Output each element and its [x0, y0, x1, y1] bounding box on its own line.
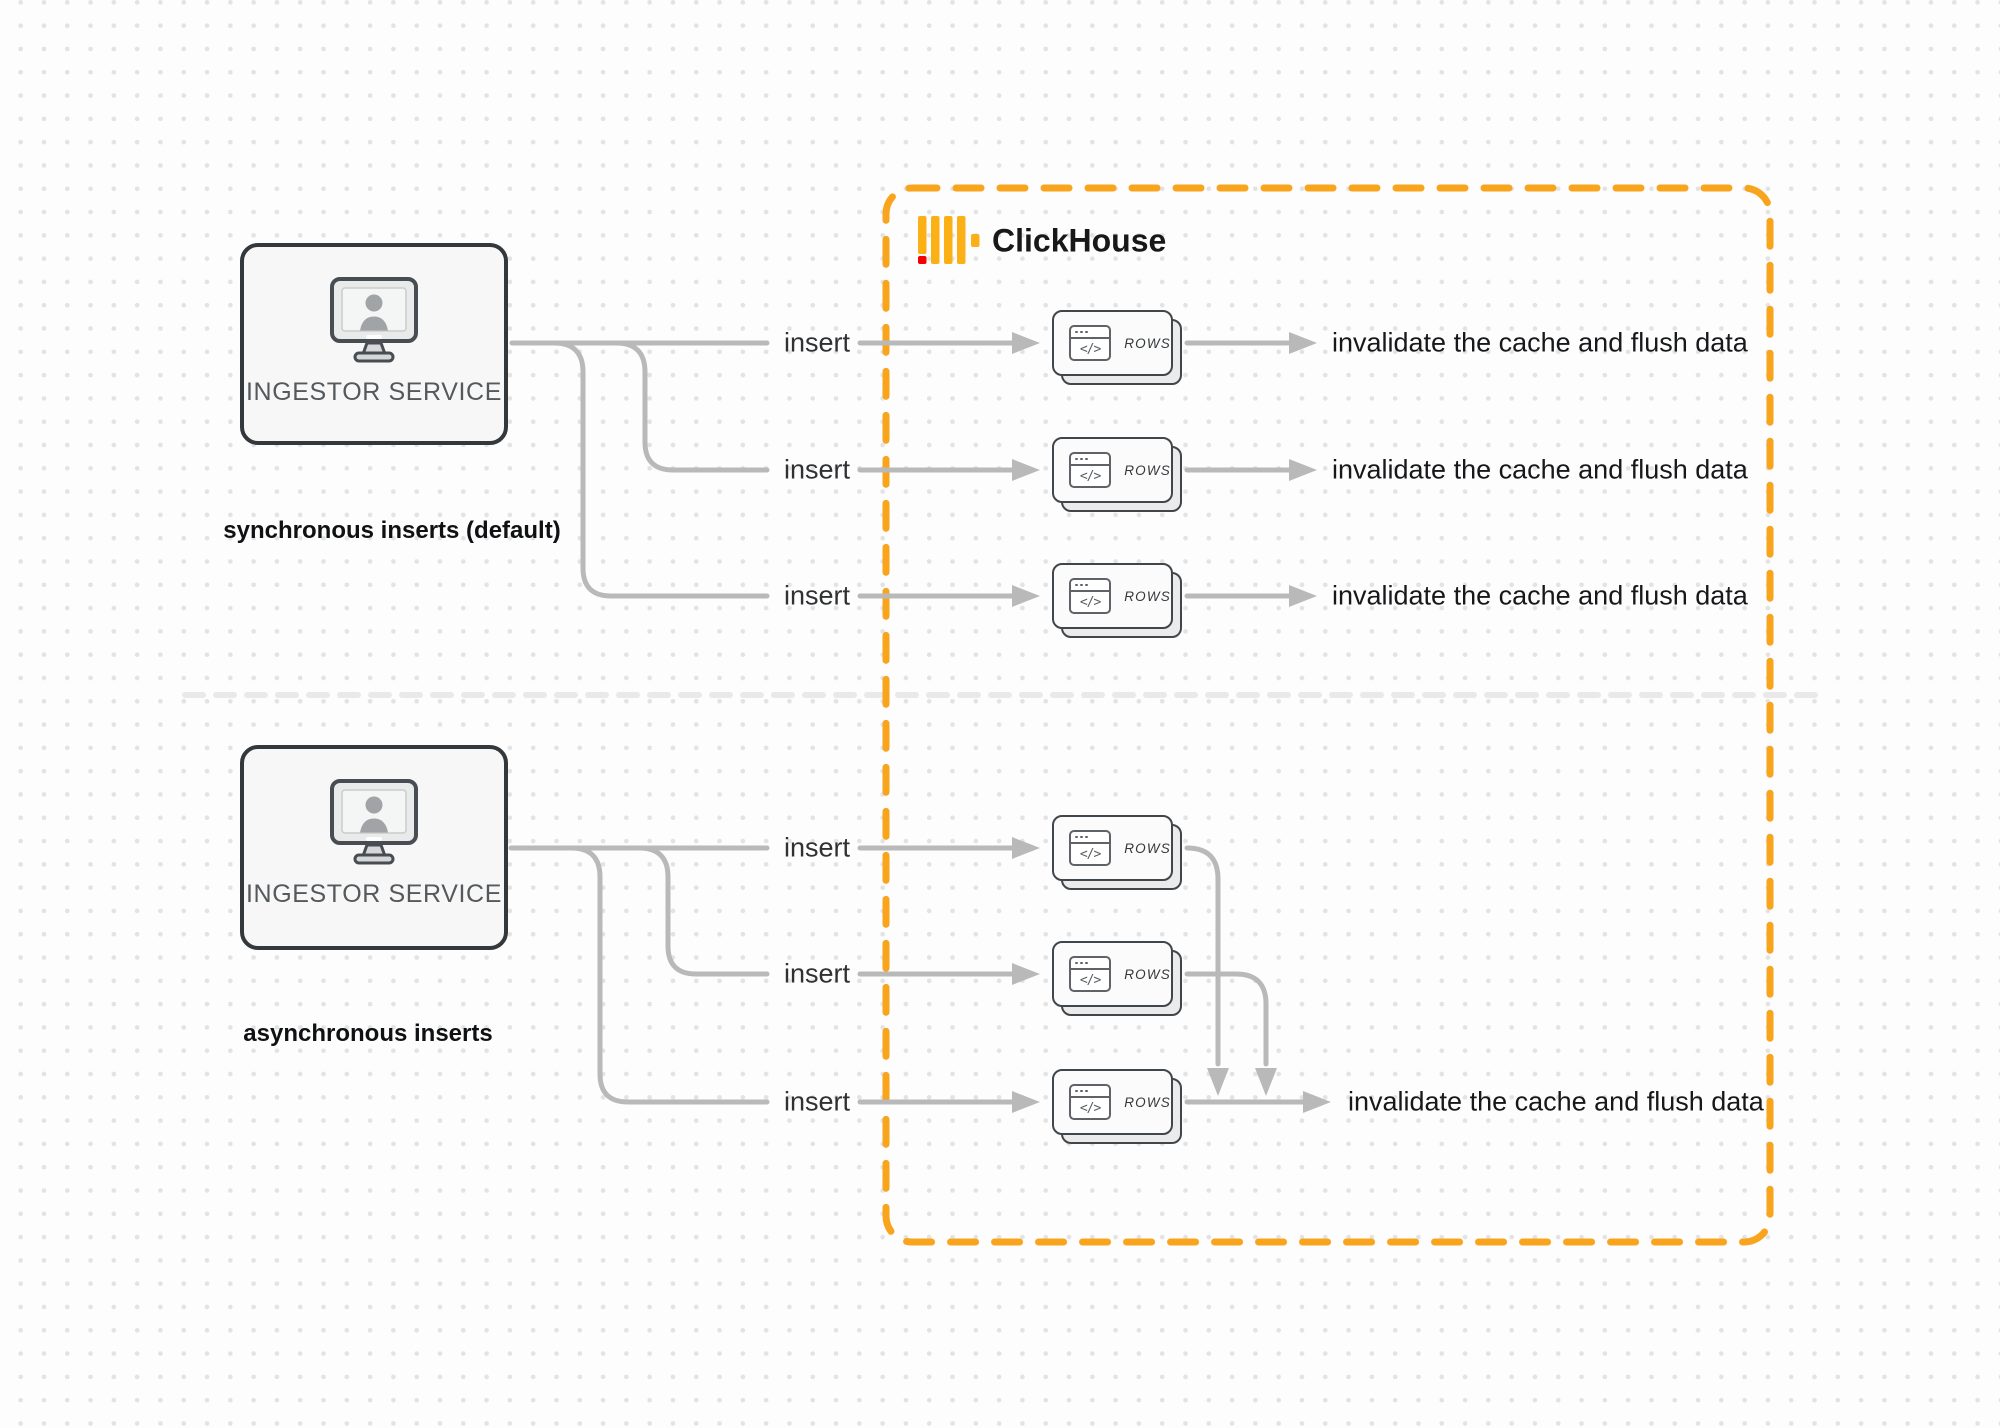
clickhouse-logo-icon: [918, 216, 980, 264]
insert-label: insert: [783, 327, 851, 358]
sync-caption: synchronous inserts (default): [223, 517, 561, 544]
code-window-icon: </>: [1069, 1084, 1112, 1120]
rows-table-card: </> ROWS: [1052, 310, 1182, 385]
code-window-icon: </>: [1069, 830, 1112, 866]
clickhouse-boundary-frame: [882, 184, 1774, 1246]
code-glyph: </>: [1079, 468, 1101, 484]
monitor-user-icon: [330, 779, 418, 865]
insert-label: insert: [783, 832, 851, 863]
rows-table-card: </> ROWS: [1052, 815, 1182, 890]
rows-label: ROWS: [1124, 1094, 1171, 1110]
result-label: invalidate the cache and flush data: [1332, 327, 1748, 358]
rows-label: ROWS: [1124, 588, 1171, 604]
sync-connectors: [509, 332, 1317, 607]
ingestor-service-box-async: INGESTOR SERVICE: [240, 745, 508, 950]
rows-table-card: </> ROWS: [1052, 1069, 1182, 1144]
async-connectors: [508, 837, 1331, 1113]
rows-table-card: </> ROWS: [1052, 437, 1182, 512]
ingestor-service-box-sync: INGESTOR SERVICE: [240, 243, 508, 445]
code-glyph: </>: [1079, 1100, 1101, 1116]
insert-label: insert: [783, 454, 851, 485]
rows-label: ROWS: [1124, 966, 1171, 982]
service-label: INGESTOR SERVICE: [246, 378, 502, 406]
insert-label: insert: [783, 580, 851, 611]
code-window-icon: </>: [1069, 956, 1112, 992]
rows-label: ROWS: [1124, 840, 1171, 856]
code-glyph: </>: [1079, 594, 1101, 610]
result-label: invalidate the cache and flush data: [1348, 1086, 1764, 1117]
rows-label: ROWS: [1124, 462, 1171, 478]
code-glyph: </>: [1079, 972, 1101, 988]
code-window-icon: </>: [1069, 578, 1112, 614]
rows-label: ROWS: [1124, 335, 1171, 351]
clickhouse-brand-title: ClickHouse: [992, 222, 1167, 259]
async-caption: asynchronous inserts: [243, 1020, 493, 1047]
code-glyph: </>: [1079, 846, 1101, 862]
insert-label: insert: [783, 958, 851, 989]
rows-table-card: </> ROWS: [1052, 941, 1182, 1016]
service-label: INGESTOR SERVICE: [246, 880, 502, 908]
monitor-user-icon: [330, 277, 418, 363]
rows-table-card: </> ROWS: [1052, 563, 1182, 638]
code-window-icon: </>: [1069, 452, 1112, 488]
result-label: invalidate the cache and flush data: [1332, 580, 1748, 611]
code-window-icon: </>: [1069, 325, 1112, 361]
insert-label: insert: [783, 1086, 851, 1117]
result-label: invalidate the cache and flush data: [1332, 454, 1748, 485]
code-glyph: </>: [1079, 341, 1101, 357]
